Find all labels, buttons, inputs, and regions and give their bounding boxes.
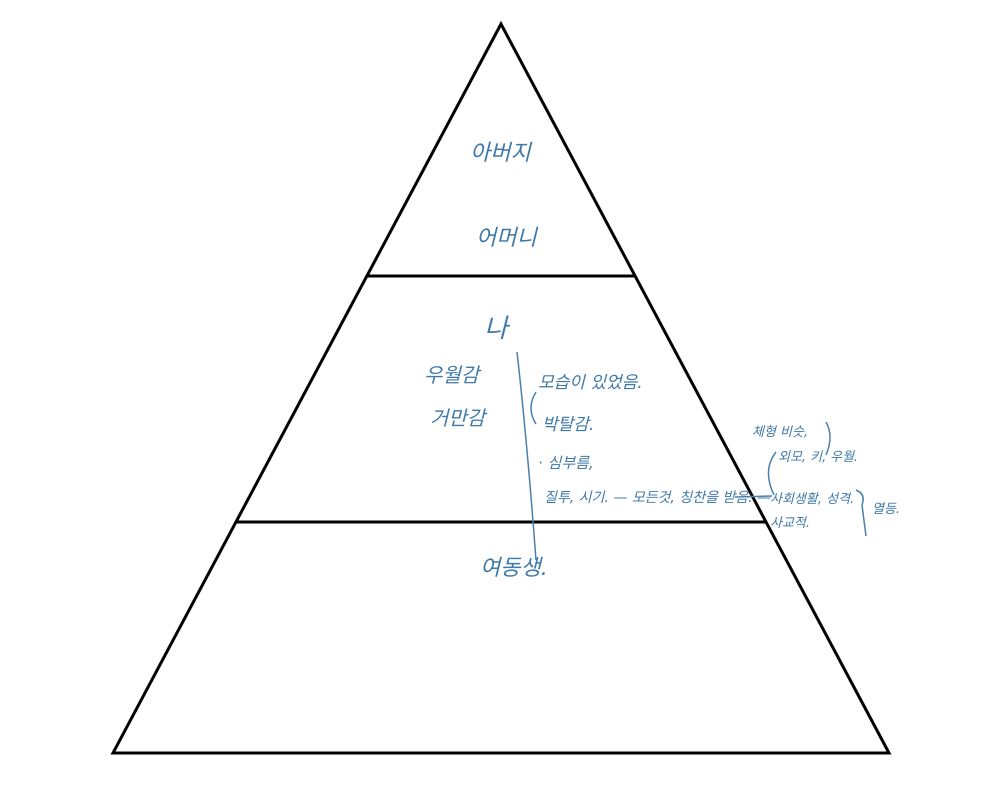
left-note-superiority: 우월감 (424, 363, 482, 387)
right-note-4: 질투, 시기. — 모든것, 칭찬을 받음. — (544, 490, 771, 506)
bracket-side (767, 451, 777, 496)
brace-superior (825, 421, 831, 456)
self-label: 나 (484, 314, 511, 344)
right-note-1: 모습이 있었음. (538, 373, 643, 393)
connector-to-side-notes (734, 495, 773, 498)
right-note-2: 박탈감. (542, 415, 594, 435)
brace-inferior (855, 489, 867, 537)
pyramid-outline (110, 20, 892, 755)
side-note-sociable: 사교적. (770, 516, 810, 531)
mother-label: 어머니 (476, 226, 538, 251)
side-note-social-life: 사회생활, 성격. (770, 492, 854, 507)
side-note-looks-height: 외모, 키, (778, 450, 826, 465)
superior-label: 우월. (830, 450, 858, 465)
bracket-left (530, 391, 537, 425)
sister-label: 여동생. (480, 556, 548, 581)
left-note-arrogance: 거만감 (430, 406, 488, 430)
father-label: 아버지 (470, 141, 532, 166)
right-note-3: · 심부름, (538, 454, 594, 472)
vertical-connector-line (516, 351, 537, 561)
side-note-body-type: 체형 비슷, (752, 425, 808, 440)
inferior-label: 열등. (872, 502, 900, 517)
